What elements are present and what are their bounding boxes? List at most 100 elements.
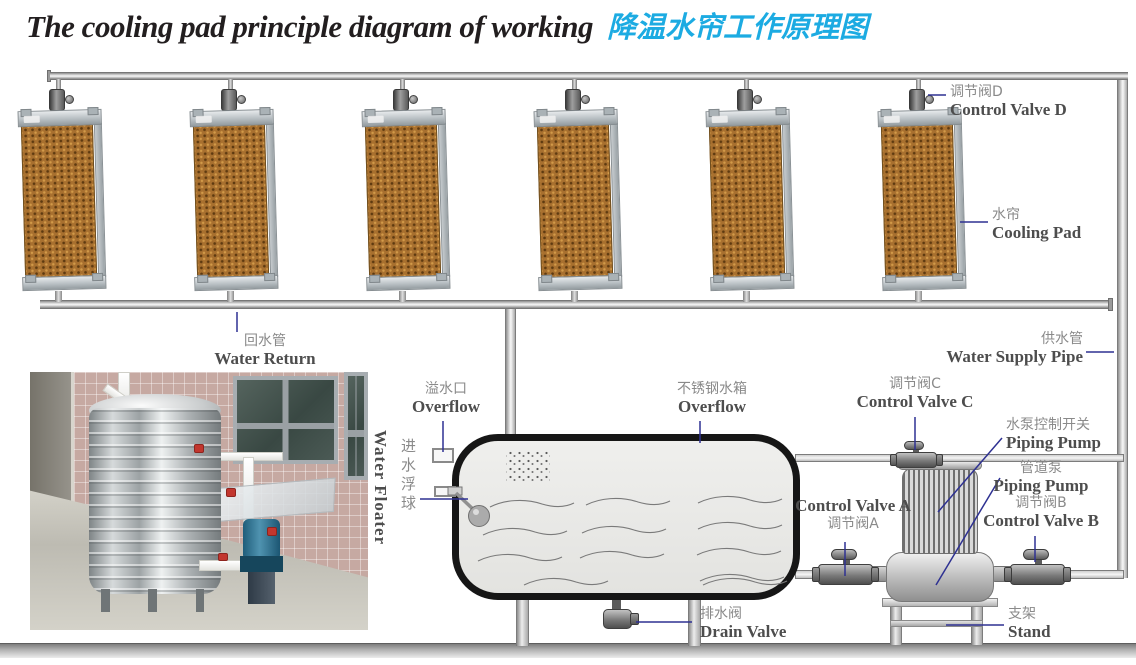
pad-valve [49, 89, 65, 111]
pad-honeycomb-media [536, 124, 614, 279]
pad-return-stub [227, 291, 234, 302]
valve-c-stem [913, 447, 919, 453]
pad-honeycomb-media [192, 124, 270, 279]
ground-line [0, 643, 1136, 658]
label-water-return: 回水管 Water Return [214, 333, 316, 368]
valve-c-handle-icon [904, 441, 924, 450]
cooling-pad-panel [189, 108, 279, 292]
valve-c-cap [890, 454, 897, 466]
photo-red-valve-icon [266, 526, 277, 536]
pad-bottom-frame [366, 274, 451, 292]
pad-feed-stem [744, 79, 749, 91]
label-overflow-outlet: 溢水口 Overflow [412, 381, 480, 416]
cooling-pad-unit [705, 79, 804, 314]
pad-logo-chip [883, 115, 900, 124]
pad-feed-stem [56, 79, 61, 91]
cooling-pad-unit [189, 79, 288, 314]
pad-logo-chip [539, 115, 556, 124]
photo-red-valve-icon [226, 488, 237, 497]
pad-feed-stem [916, 79, 921, 91]
water-supply-riser-pipe [1117, 76, 1128, 578]
label-control-valve-c: 调节阀C Control Valve C [856, 376, 974, 411]
pad-honeycomb-media [364, 124, 442, 279]
label-stainless-tank: 不锈钢水箱 Overflow [677, 381, 747, 416]
cooling-pad-panel [17, 108, 107, 292]
pad-feed-stem [572, 79, 577, 91]
pad-return-stub [399, 291, 406, 302]
photo-water-tank [89, 408, 221, 594]
return-to-tank-pipe [505, 308, 516, 436]
pad-feed-stem [400, 79, 405, 91]
photo-pump-legs [248, 570, 276, 605]
label-pump-control-switch: 水泵控制开关 Piping Pump [1006, 417, 1101, 452]
title-chinese: 降温水帘工作原理图 [607, 10, 869, 44]
site-photo [30, 372, 368, 630]
pad-honeycomb-media [20, 124, 98, 279]
pad-valve [565, 89, 581, 111]
pad-honeycomb-media [708, 124, 786, 279]
label-drain-valve: 排水阀 Drain Valve [700, 606, 787, 641]
label-control-valve-a: Control Valve A 调节阀A [795, 496, 911, 532]
pad-return-stub [743, 291, 750, 302]
page-title: The cooling pad principle diagram of wor… [26, 4, 868, 46]
drain-valve-knob-icon [630, 613, 639, 625]
label-piping-pump-and-valve-b: 管道泵 Piping Pump 调节阀B Control Valve B [983, 460, 1099, 531]
stainless-steel-water-tank [452, 434, 800, 600]
pad-feed-stem [228, 79, 233, 91]
pad-valve-knob-icon [925, 95, 934, 104]
cooling-pad-panel [361, 108, 451, 292]
cooling-pad-unit [17, 79, 116, 314]
label-water-floater-en: Water Floater [371, 430, 390, 546]
photo-window [232, 375, 338, 464]
pad-valve-knob-icon [237, 95, 246, 104]
valve-b-cap [1063, 567, 1071, 582]
control-valve-c [895, 452, 937, 468]
label-water-floater-zh: 进水浮球 [399, 438, 417, 514]
valve-b-stem [1035, 559, 1042, 567]
pad-valve [393, 89, 409, 111]
valve-b-cap [1004, 567, 1012, 582]
pad-return-stub [571, 291, 578, 302]
drain-valve [603, 609, 632, 629]
pad-return-stub [55, 291, 62, 302]
pad-bottom-frame [194, 274, 279, 292]
title-english: The cooling pad principle diagram of wor… [26, 9, 594, 44]
pad-bottom-frame [22, 274, 107, 292]
valve-c-cap [936, 454, 943, 466]
photo-tank-leg [100, 588, 110, 612]
pad-top-frame [17, 108, 102, 128]
control-valve-a [818, 564, 873, 585]
label-water-supply-pipe: 供水管 Water Supply Pipe [946, 331, 1083, 366]
photo-blue-pump [242, 519, 281, 558]
label-control-valve-d: 调节阀D Control Valve D [950, 84, 1067, 119]
label-cooling-pad: 水帘 Cooling Pad [992, 207, 1082, 242]
cooling-pad-unit [877, 79, 976, 314]
photo-pump-base [239, 556, 284, 572]
pad-top-frame [189, 108, 274, 128]
cooling-pad-unit [533, 79, 632, 314]
photo-tank-leg [148, 588, 158, 612]
return-pipe-end-cap [1108, 298, 1113, 311]
pad-valve-knob-icon [409, 95, 418, 104]
photo-red-valve-icon [217, 552, 228, 562]
pad-valve [909, 89, 925, 111]
pad-logo-chip [367, 115, 384, 124]
valve-b-handle-icon [1023, 549, 1049, 560]
drain-valve-stem [612, 600, 621, 610]
overflow-port [432, 448, 454, 463]
stand-crossbar [890, 620, 983, 627]
tank-leg [516, 598, 529, 646]
pad-logo-chip [195, 115, 212, 124]
pad-bottom-frame [882, 274, 967, 292]
valve-a-stem [843, 559, 850, 567]
pad-return-stub [915, 291, 922, 302]
pad-bottom-frame [710, 274, 795, 292]
pad-top-frame [705, 108, 790, 128]
top-distribution-pipe [50, 72, 1128, 80]
cooling-pad-unit [361, 79, 460, 314]
valve-a-cap [812, 567, 820, 582]
photo-red-valve-icon [193, 444, 205, 453]
pad-bottom-frame [538, 274, 623, 292]
pad-top-frame [361, 108, 446, 128]
photo-tank-leg [195, 588, 205, 612]
